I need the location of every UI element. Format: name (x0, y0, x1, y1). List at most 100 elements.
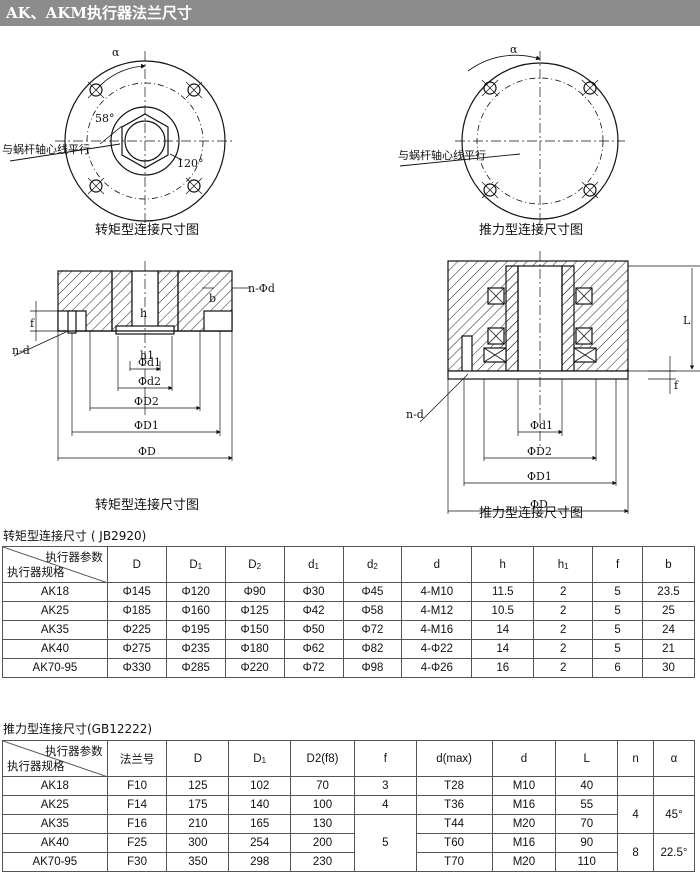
thrust-caption-top: 推力型连接尺寸图 (479, 222, 583, 238)
value-cell: 5 (592, 639, 643, 659)
angle-58-label: 58° (95, 112, 115, 125)
value-cell: Φ98 (342, 658, 403, 678)
value-cell: F25 (106, 833, 168, 853)
torque-corner-cell: 执行器参数 执行器规格 (2, 546, 108, 583)
value-cell: 140 (228, 795, 292, 815)
torque-table-title: 转矩型连接尺寸 ( JB2920) (3, 529, 147, 543)
value-cell: 90 (555, 833, 619, 853)
value-cell: T28 (415, 776, 493, 796)
value-cell: 16 (471, 658, 535, 678)
torque-section-view (13, 261, 250, 461)
value-cell: 55 (555, 795, 619, 815)
thrust-phid1-label: Φd1 (530, 419, 553, 432)
torque-phiD-label: ΦD (138, 445, 156, 458)
value-cell: 5 (592, 620, 643, 640)
worm-parallel-label-right: 与蜗杆轴心线平行 (398, 148, 486, 162)
value-cell: 125 (166, 776, 230, 796)
value-cell: 300 (166, 833, 230, 853)
torque-dimension-table: 执行器参数 执行器规格 D D1 D2 d1 d2 d h h1 f b AK1… (2, 546, 696, 678)
value-cell: 2 (533, 582, 594, 602)
torque-f-label: f (30, 317, 35, 330)
value-cell: 30 (641, 658, 696, 678)
thrust-caption-bottom: 推力型连接尺寸图 (479, 505, 583, 520)
value-cell: 175 (166, 795, 230, 815)
model-cell: AK40 (2, 639, 108, 659)
value-cell: 110 (555, 852, 619, 872)
value-cell: Φ285 (165, 658, 226, 678)
value-cell: F14 (106, 795, 168, 815)
value-cell: 5 (353, 814, 417, 872)
thrust-phiD1-label: ΦD1 (527, 470, 552, 483)
value-cell: F30 (106, 852, 168, 872)
torque-col-header: D (106, 546, 167, 583)
thrust-col-header: D1 (228, 740, 292, 777)
value-cell: M16 (491, 795, 557, 815)
value-cell: 230 (290, 852, 355, 872)
value-cell: Φ50 (283, 620, 344, 640)
torque-b-label: b (209, 292, 216, 305)
torque-col-header: b (641, 546, 696, 583)
drawing-svg: α 58° 120° 与蜗杆轴心线平行 转矩型连接尺寸图 α 与蜗杆轴心线平行 … (2, 43, 700, 520)
value-cell: 298 (228, 852, 292, 872)
value-cell: 4-M12 (401, 601, 473, 621)
value-cell: Φ120 (165, 582, 226, 602)
model-cell: AK35 (2, 620, 108, 640)
thrust-n-d-label: n-d (406, 408, 424, 421)
value-cell: Φ195 (165, 620, 226, 640)
value-cell (652, 776, 696, 796)
flange-drawings: α 58° 120° 与蜗杆轴心线平行 转矩型连接尺寸图 α 与蜗杆轴心线平行 … (0, 26, 700, 520)
n-cell: 4 (617, 795, 654, 834)
torque-plan-view (9, 51, 235, 231)
thrust-corner-bottom: 执行器规格 (7, 761, 65, 773)
value-cell: 2 (533, 601, 594, 621)
thrust-col-header: D (166, 740, 230, 777)
value-cell: 4-M10 (401, 582, 473, 602)
value-cell: Φ185 (106, 601, 167, 621)
torque-h1-label: h1 (140, 349, 154, 362)
alpha-label-right: α (510, 43, 518, 56)
thrust-col-header: D2(f8) (290, 740, 355, 777)
model-cell: AK25 (2, 795, 108, 815)
value-cell: 25 (641, 601, 696, 621)
torque-col-header: h (471, 546, 535, 583)
thrust-table-title: 推力型连接尺寸(GB12222) (3, 722, 153, 736)
thrust-f-label: f (674, 379, 679, 392)
value-cell: Φ220 (224, 658, 285, 678)
value-cell: F10 (106, 776, 168, 796)
value-cell: Φ72 (342, 620, 403, 640)
model-cell: AK70-95 (2, 658, 108, 678)
torque-header-row: 执行器参数 执行器规格 D D1 D2 d1 d2 d h h1 f b (2, 546, 696, 583)
thrust-col-header: 法兰号 (106, 740, 168, 777)
torque-caption-top: 转矩型连接尺寸图 (95, 222, 199, 238)
value-cell: 5 (592, 582, 643, 602)
torque-n-d-label: n-d (12, 344, 30, 357)
value-cell: 23.5 (641, 582, 696, 602)
value-cell: 200 (290, 833, 355, 853)
value-cell: 4 (353, 795, 417, 815)
value-cell (617, 776, 654, 796)
value-cell: 6 (592, 658, 643, 678)
worm-parallel-label-left: 与蜗杆轴心线平行 (2, 142, 90, 156)
thrust-header-row: 执行器参数 执行器规格 法兰号 D D1 D2(f8) f d(max) d L… (2, 740, 696, 777)
value-cell: M20 (491, 814, 557, 834)
thrust-dimension-table: 执行器参数 执行器规格 法兰号 D D1 D2(f8) f d(max) d L… (2, 740, 696, 872)
torque-col-header: D1 (165, 546, 226, 583)
thrust-phiD-label: ΦD (530, 498, 548, 511)
value-cell: 14 (471, 639, 535, 659)
value-cell: Φ330 (106, 658, 167, 678)
value-cell: M20 (491, 852, 557, 872)
value-cell: Φ90 (224, 582, 285, 602)
torque-col-header: d1 (283, 546, 344, 583)
alpha-cell: 22.5° (652, 833, 696, 872)
model-cell: AK18 (2, 776, 108, 796)
value-cell: 165 (228, 814, 292, 834)
value-cell: Φ125 (224, 601, 285, 621)
torque-n-phid-label: n-Φd (248, 282, 275, 295)
value-cell: Φ58 (342, 601, 403, 621)
